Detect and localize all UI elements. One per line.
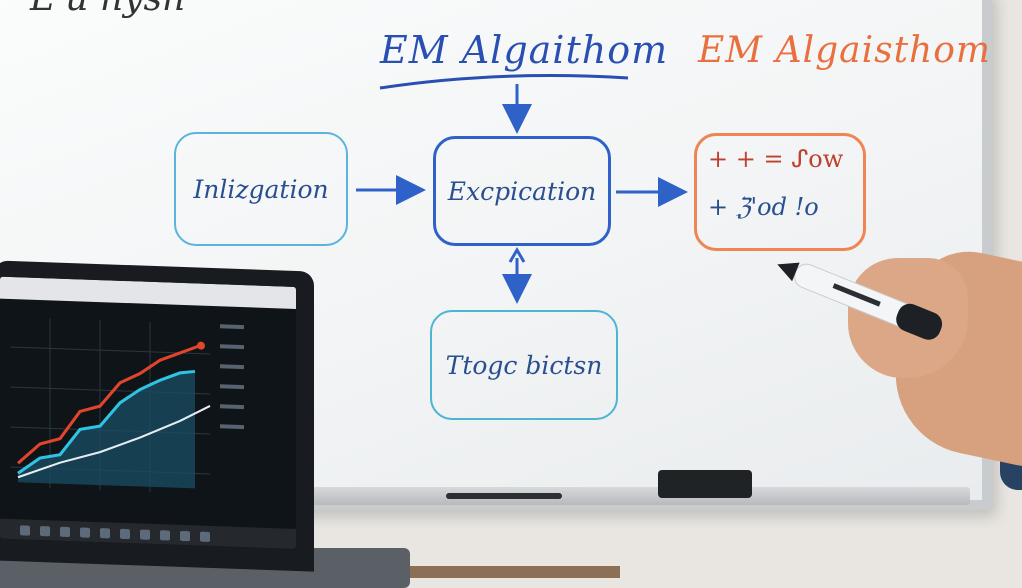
chart-cyan-area [18,371,195,489]
box-maximization: Ttogc bictsn [430,310,618,420]
arrow-maximization-to-expectation [508,247,526,263]
marker-tray [300,487,970,505]
title-blue: EM Algaithom [380,28,669,72]
top-scribble: L u nysn [30,0,185,19]
box-expectation-label: Excpication [447,176,597,206]
box-initialization-label: Inlizgation [193,174,329,204]
box-initialization: Inlizgation [174,132,348,246]
title-orange: EM Algaisthom [698,30,992,71]
tray-marker-icon [446,493,562,499]
box-maximization-label: Ttogc bictsn [445,350,603,380]
whiteboard-marker-icon [777,262,943,340]
chart-cyan-line [17,369,196,475]
box-expectation: Excpication [433,136,611,246]
arrows-layer [356,74,688,304]
marker-layer [777,262,943,340]
laptop-chart [10,318,244,492]
whiteboard-eraser-icon [658,470,752,498]
output-formula-line-1: + + = ᔑow [708,145,844,173]
chart-end-dot [197,341,205,350]
chart-white-line [17,405,211,479]
box-output [694,133,866,251]
title-underline [379,74,629,90]
output-formula-line-2: + ℨ'od !o [708,193,819,221]
chart-red-line [16,344,201,465]
laptop [0,260,314,572]
laptop-screen [0,276,296,549]
